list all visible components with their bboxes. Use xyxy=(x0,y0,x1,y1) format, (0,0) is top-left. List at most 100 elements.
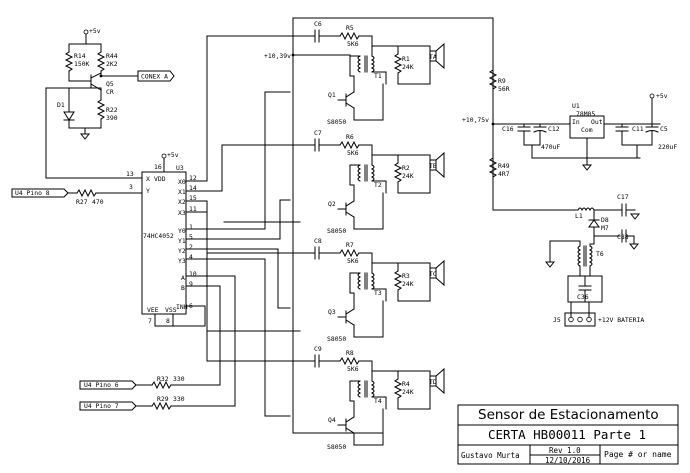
bat12-label: +12V BATERIA xyxy=(598,316,644,324)
mux-pin-1-num: 1 xyxy=(189,223,193,231)
tb-author: Gustavo Murta xyxy=(461,451,520,460)
d8-ref: D8 xyxy=(601,216,609,224)
r27-value: 470 xyxy=(92,198,104,206)
res-value: 5K6 xyxy=(347,149,359,157)
mux-pin-5-num: 5 xyxy=(189,233,193,241)
tb-rev: Rev 1.0 xyxy=(549,446,581,455)
d1-ref: D1 xyxy=(57,101,65,109)
rl-value: 24K xyxy=(402,280,414,288)
u1-in: In xyxy=(572,118,580,126)
r32-value: 330 xyxy=(173,375,185,383)
c5-ref: C5 xyxy=(660,125,668,133)
q-ref: Q4 xyxy=(328,416,336,424)
mux-pin-y1-name: Y1 xyxy=(178,237,186,245)
j5-ref: J5 xyxy=(553,316,561,324)
tb-page: Page # or name xyxy=(604,450,672,459)
q-part: S8050 xyxy=(327,227,346,235)
supply-label: +5v xyxy=(89,27,101,35)
mux-pin-x2-name: X2 xyxy=(178,198,186,206)
supply-bus: +10,39v xyxy=(264,17,579,434)
mux-pin-y0-name: Y0 xyxy=(178,227,186,235)
transformer-ref: T1 xyxy=(374,72,382,80)
u1-ref: U1 xyxy=(572,102,580,110)
mux-pin-16-num: 16 xyxy=(154,163,162,171)
q-part: S8050 xyxy=(327,118,346,126)
res-ref: R5 xyxy=(346,24,354,32)
mux-part: 74HC4052 xyxy=(143,232,174,240)
q-part: S8050 xyxy=(327,443,346,451)
mux-pin-13-num: 13 xyxy=(126,170,134,178)
t6-ref: T6 xyxy=(596,250,604,258)
d8-value: M7 xyxy=(601,224,609,232)
mux-pin-x1-name: X1 xyxy=(178,188,186,196)
r27-ref: R27 xyxy=(76,198,88,206)
mux-pin-4-num: 4 xyxy=(189,253,193,261)
mux-pin-x0-name: X0 xyxy=(178,178,186,186)
c17-ref: C17 xyxy=(617,193,629,201)
mux-pin-b-name: B xyxy=(181,284,185,292)
mux-pin-10-num: 10 xyxy=(189,270,197,278)
rl-value: 24K xyxy=(402,388,414,396)
q-part: S8050 xyxy=(327,335,346,343)
mux-pin-vee-name: VEE xyxy=(147,306,159,314)
mux-pin-y3-name: Y3 xyxy=(178,257,186,265)
mux-pin-vss-name: VSS xyxy=(165,306,177,314)
r32-ref: R32 xyxy=(157,375,169,383)
r49-value: 4R7 xyxy=(498,170,510,178)
speaker-ref: TB xyxy=(429,162,437,170)
mux-pin-x-name: X xyxy=(146,175,150,183)
r29-value: 330 xyxy=(173,395,185,403)
res-ref: R8 xyxy=(346,349,354,357)
rl-ref: R2 xyxy=(402,164,410,172)
r22-value: 390 xyxy=(106,114,118,122)
conex-a-label: CONEX A xyxy=(141,73,168,81)
mux-pin-9-num: 9 xyxy=(189,280,193,288)
cap-ref: C9 xyxy=(314,345,322,353)
detector-section: +5v R14 150K R44 2K2 Q5 CR CONEX A R22 3… xyxy=(45,27,175,179)
transformer-ref: T3 xyxy=(374,289,382,297)
r29-ref: R29 xyxy=(157,395,169,403)
r14-ref: R14 xyxy=(74,52,86,60)
cap-ref: C7 xyxy=(314,129,322,137)
res-value: 5K6 xyxy=(347,40,359,48)
u4-pino6-label: U4 Pino 6 xyxy=(84,381,119,389)
tb-date: 12/10/2016 xyxy=(545,456,591,465)
c88-ref: C88 xyxy=(617,233,629,241)
tb-title: Sensor de Estacionamento xyxy=(478,407,659,423)
q-ref: Q2 xyxy=(328,200,336,208)
speaker-ref: TD xyxy=(429,378,437,386)
mux-ref: U3 xyxy=(176,164,184,172)
mux-pin-inh-name: INH xyxy=(176,303,188,311)
r22-ref: R22 xyxy=(106,106,118,114)
u4-pino7-label: U4 Pino 7 xyxy=(84,402,119,410)
transformer-ref: T4 xyxy=(374,397,382,405)
mux-pin-a-name: A xyxy=(181,274,185,282)
r49-ref: R49 xyxy=(498,162,510,170)
q5-ref: Q5 xyxy=(106,80,114,88)
c16-ref: C16 xyxy=(502,125,514,133)
input-connectors: U4 Pino 8 R27 470 U4 Pino 6 R32 330 U4 P… xyxy=(11,188,236,411)
v1075-label: +10,75v xyxy=(462,116,489,124)
r44-value: 2K2 xyxy=(106,60,118,68)
mux-pin-14-num: 14 xyxy=(189,184,197,192)
mux-pin-11-num: 11 xyxy=(189,205,197,213)
mux-pin-7-num: 7 xyxy=(148,317,152,325)
q5-value: CR xyxy=(106,88,114,96)
mux-vcc-label: +5v xyxy=(167,151,179,159)
res-ref: R7 xyxy=(346,241,354,249)
mux-pin-x3-name: X3 xyxy=(178,209,186,217)
r14-value: 150K xyxy=(74,60,90,68)
rl-ref: R3 xyxy=(402,272,410,280)
mux-pin-15-num: 15 xyxy=(189,194,197,202)
c12-value: 470uF xyxy=(541,143,560,151)
c36-ref: C36 xyxy=(577,293,589,301)
mux-pin-vdd-name: VDD xyxy=(154,175,166,183)
r9-value: 56R xyxy=(498,85,510,93)
r44-ref: R44 xyxy=(106,52,118,60)
